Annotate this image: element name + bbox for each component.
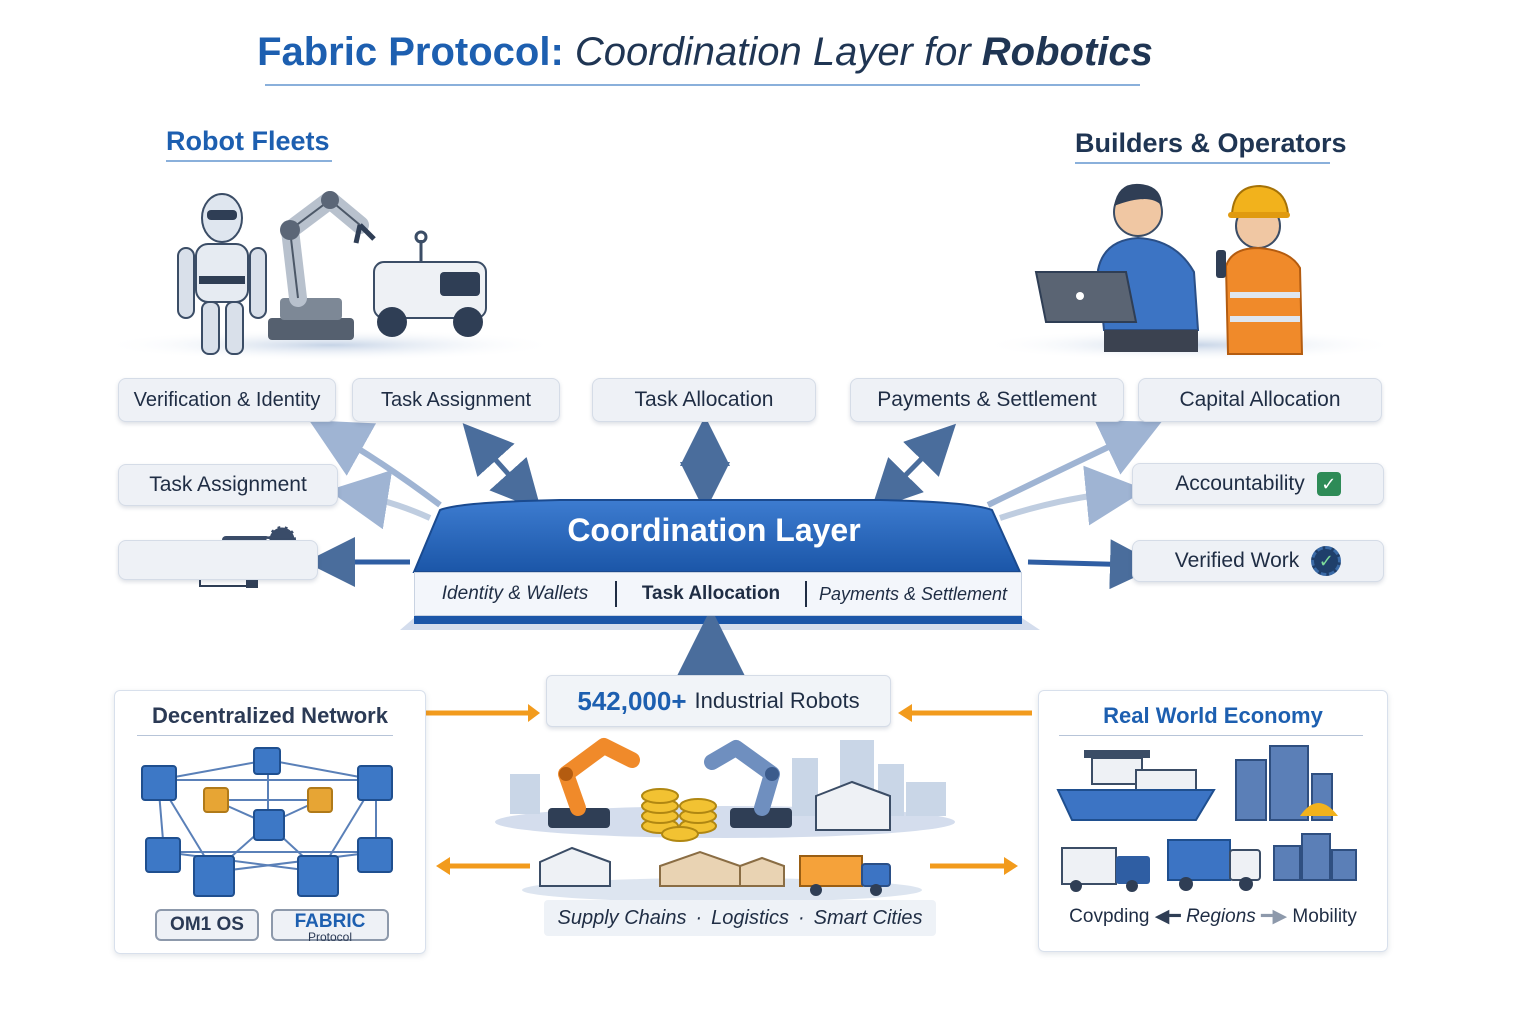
real-world-economy-panel: Real World Economy Covpding ◀━ Regions ━…	[1038, 690, 1388, 952]
pill-accountability: Accountability ✓	[1132, 463, 1384, 505]
engineer-icon	[1034, 183, 1200, 352]
caption-regions: Regions	[1186, 906, 1256, 927]
real-world-caption: Covpding ◀━ Regions ━▶ Mobility	[1039, 905, 1387, 928]
segment-payments-settlement: Payments & Settlement	[818, 583, 1008, 604]
humanoid-robot-icon	[177, 193, 267, 355]
coin-stack-icon	[641, 788, 717, 842]
fabric-badge-sub: Protocol	[307, 930, 353, 944]
caption-supply-chains: Supply Chains	[557, 906, 687, 929]
title-part1: Fabric Protocol:	[257, 30, 564, 74]
page-title: Fabric Protocol: Coordination Layer for …	[0, 30, 1410, 75]
arrow-right-icon: ━▶	[1261, 906, 1288, 927]
robot-arm-icon	[548, 738, 792, 828]
panel-divider	[1059, 735, 1363, 736]
segment-identity-wallets: Identity & Wallets	[441, 583, 589, 604]
delivery-robot-icon	[373, 230, 487, 337]
builders-underline	[1075, 162, 1330, 164]
caption-separator: ·	[695, 906, 703, 929]
worker-icon	[1216, 184, 1304, 355]
title-part2: Coordination Layer for	[574, 30, 971, 74]
caption-separator: ·	[797, 906, 805, 929]
caption-covpding: Covpding	[1069, 906, 1150, 927]
ship-icon	[1056, 750, 1216, 821]
title-underline	[265, 84, 1140, 86]
fabric-protocol-badge: FABRIC Protocol	[271, 909, 389, 944]
accountability-label: Accountability	[1175, 472, 1305, 495]
checkbox-icon: ✓	[1316, 472, 1341, 496]
coordination-layer-title: Coordination Layer	[567, 512, 861, 548]
truck-icon	[1061, 839, 1261, 892]
panel-divider	[137, 735, 393, 736]
robot-arm-icon	[268, 191, 376, 340]
coordination-layer-bar: Identity & Wallets Task Allocation Payme…	[414, 572, 1022, 616]
pill-verified-work: Verified Work ✓	[1132, 540, 1384, 582]
warehouse-icon	[539, 846, 785, 887]
arrow-left-icon: ◀━	[1154, 906, 1181, 927]
warehouse-icon	[815, 780, 891, 831]
stat-label: Industrial Robots	[694, 688, 860, 713]
om1-os-badge: OM1 OS	[155, 909, 259, 941]
decentralized-network-panel: Decentralized Network OM1 OS FABRIC Prot…	[114, 690, 426, 954]
caption-mobility: Mobility	[1292, 906, 1357, 927]
builders-heading: Builders & Operators	[1075, 128, 1347, 158]
building-icon	[1273, 833, 1357, 881]
caption-smart-cities: Smart Cities	[813, 906, 923, 929]
real-world-economy-title: Real World Economy	[1103, 703, 1323, 728]
pill-task-allocation: Task Allocation	[592, 378, 816, 422]
supply-chain-caption: Supply Chains · Logistics · Smart Cities	[544, 900, 936, 936]
truck-icon	[799, 855, 891, 896]
segment-task-allocation: Task Allocation	[641, 583, 781, 604]
segment-divider	[615, 581, 617, 607]
robot-fleets-underline	[166, 160, 332, 162]
stat-value: 542,000+	[577, 685, 687, 716]
pill-task-assignment-left: Task Assignment	[118, 464, 338, 506]
industrial-robots-stat: 542,000+ Industrial Robots	[546, 675, 891, 727]
pill-task-assignment: Task Assignment	[352, 378, 560, 422]
pill-verification-identity: Verification & Identity	[118, 378, 336, 422]
decentralized-network-title: Decentralized Network	[152, 703, 388, 728]
verified-work-label: Verified Work	[1174, 549, 1300, 572]
segment-divider	[805, 581, 807, 607]
title-part3: Robotics	[981, 30, 1153, 74]
pill-capital-allocation: Capital Allocation	[1138, 378, 1382, 422]
pill-payments-settlement: Payments & Settlement	[850, 378, 1124, 422]
device-cluster-pill	[118, 540, 318, 580]
fabric-badge-main: FABRIC	[294, 911, 366, 932]
verified-badge-icon: ✓	[1311, 546, 1342, 576]
robot-fleets-heading: Robot Fleets	[166, 126, 330, 156]
caption-logistics: Logistics	[711, 906, 789, 929]
